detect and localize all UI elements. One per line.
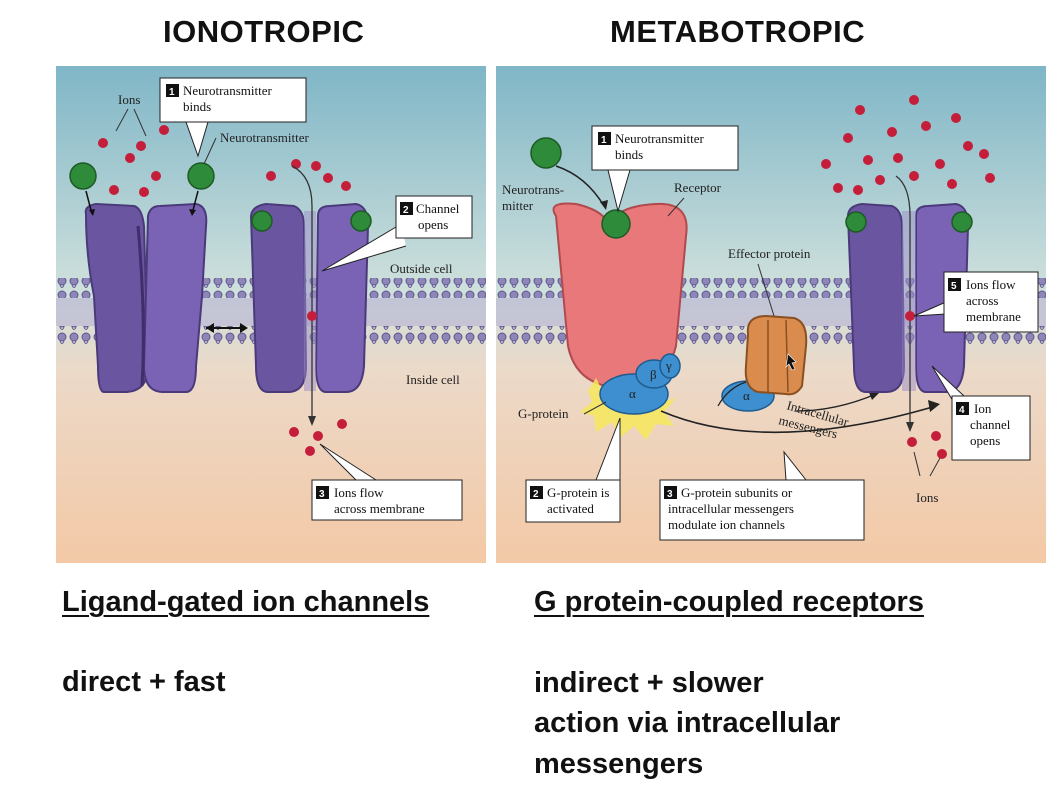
ionotropic-svg: Ions Neurotransmitter Outside cell Insid… <box>56 66 486 563</box>
ions-outside <box>821 95 995 195</box>
svg-text:3: 3 <box>667 489 673 500</box>
svg-text:1: 1 <box>601 135 607 146</box>
svg-text:α: α <box>629 386 636 401</box>
svg-text:γ: γ <box>665 358 672 373</box>
effector-protein-label: Effector protein <box>728 246 811 261</box>
bound-neurotransmitter <box>350 210 372 232</box>
metabotropic-description-2: action via intracellular <box>534 707 841 739</box>
receptor-label: Receptor <box>674 180 722 195</box>
step-5-callout: 5 Ions flow across membrane <box>913 271 1039 333</box>
svg-text:modulate ion channels: modulate ion channels <box>668 517 785 532</box>
ions-label: Ions <box>916 490 938 505</box>
step-4-callout: 4 Ion channel opens <box>931 365 1031 461</box>
svg-text:4: 4 <box>959 405 965 416</box>
svg-text:Neurotransmitter: Neurotransmitter <box>183 83 272 98</box>
neurotransmitter-molecule <box>530 137 562 169</box>
step-2-callout: 2 Channel opens <box>321 195 473 272</box>
ions-inside <box>907 431 947 459</box>
metabotropic-description-3: messengers <box>534 748 704 780</box>
g-protein-complex: α β γ <box>599 353 681 415</box>
cursor-icon <box>785 353 797 371</box>
svg-text:binds: binds <box>615 147 643 162</box>
metabotropic-heading: METABOTROPIC <box>610 14 866 49</box>
gpcr-title: G protein-coupled receptors <box>534 586 924 618</box>
messenger-arrow <box>660 405 937 434</box>
svg-text:2: 2 <box>403 205 409 216</box>
ions-outside <box>98 125 351 197</box>
svg-text:opens: opens <box>970 433 1000 448</box>
open-ion-channel <box>249 202 370 393</box>
svg-text:Ions flow: Ions flow <box>334 485 384 500</box>
svg-text:opens: opens <box>418 217 448 232</box>
ion-channel <box>846 202 970 393</box>
ions-label: Ions <box>118 92 140 107</box>
svg-text:G-protein subunits or: G-protein subunits or <box>681 485 793 500</box>
ions-inside <box>289 419 347 456</box>
g-protein-label: G-protein <box>518 406 569 421</box>
svg-text:α: α <box>743 388 750 403</box>
neurotransmitter-molecule <box>187 162 215 190</box>
svg-text:binds: binds <box>183 99 211 114</box>
ligand-gated-title: Ligand-gated ion channels <box>62 586 430 618</box>
neurotransmitter-label-2: mitter <box>502 198 534 213</box>
metabotropic-description-1: indirect + slower <box>534 667 764 699</box>
step-1-callout: 1 Neurotransmitter binds <box>159 77 307 158</box>
ionotropic-description: direct + fast <box>62 666 226 698</box>
metabotropic-svg: α β γ α Intracellular messengers <box>496 66 1046 563</box>
ionotropic-heading: IONOTROPIC <box>163 14 365 49</box>
svg-text:1: 1 <box>169 87 175 98</box>
closed-ion-channel <box>84 202 208 393</box>
outside-cell-label: Outside cell <box>390 261 453 276</box>
svg-text:Channel: Channel <box>416 201 460 216</box>
neurotransmitter-label: Neurotrans- <box>502 182 564 197</box>
metabotropic-diagram: α β γ α Intracellular messengers <box>496 66 1046 563</box>
svg-text:intracellular messengers: intracellular messengers <box>668 501 794 516</box>
svg-text:G-protein is: G-protein is <box>547 485 609 500</box>
effector-protein <box>744 314 808 396</box>
binding-arrow <box>555 165 605 207</box>
ion-flow-path <box>291 165 313 421</box>
svg-text:3: 3 <box>319 489 325 500</box>
svg-text:across: across <box>966 293 999 308</box>
neurotransmitter-label: Neurotransmitter <box>220 130 309 145</box>
svg-text:β: β <box>650 367 657 382</box>
bound-neurotransmitter <box>601 209 631 239</box>
svg-text:Neurotransmitter: Neurotransmitter <box>615 131 704 146</box>
step-2-callout: 2 G-protein is activated <box>525 417 621 523</box>
svg-text:channel: channel <box>970 417 1011 432</box>
neurotransmitter-molecule <box>69 162 97 190</box>
bound-neurotransmitter <box>845 211 867 233</box>
svg-text:5: 5 <box>951 281 957 292</box>
ion-in-channel <box>307 311 317 321</box>
step-3-callout: 3 Ions flow across membrane <box>311 443 463 521</box>
svg-text:membrane: membrane <box>966 309 1021 324</box>
svg-text:activated: activated <box>547 501 594 516</box>
svg-text:across membrane: across membrane <box>334 501 425 516</box>
svg-text:2: 2 <box>533 489 539 500</box>
ionotropic-diagram: Ions Neurotransmitter Outside cell Insid… <box>56 66 486 563</box>
step-3-callout: 3 G-protein subunits or intracellular me… <box>659 450 865 541</box>
ion-in-channel <box>905 311 915 321</box>
ion-flow-path <box>895 175 911 426</box>
svg-text:Ions flow: Ions flow <box>966 277 1016 292</box>
svg-text:Ion: Ion <box>974 401 992 416</box>
transition-arrow <box>206 323 248 333</box>
bound-neurotransmitter <box>251 210 273 232</box>
inside-cell-label: Inside cell <box>406 372 460 387</box>
bound-neurotransmitter <box>951 211 973 233</box>
step-1-callout: 1 Neurotransmitter binds <box>591 125 739 213</box>
